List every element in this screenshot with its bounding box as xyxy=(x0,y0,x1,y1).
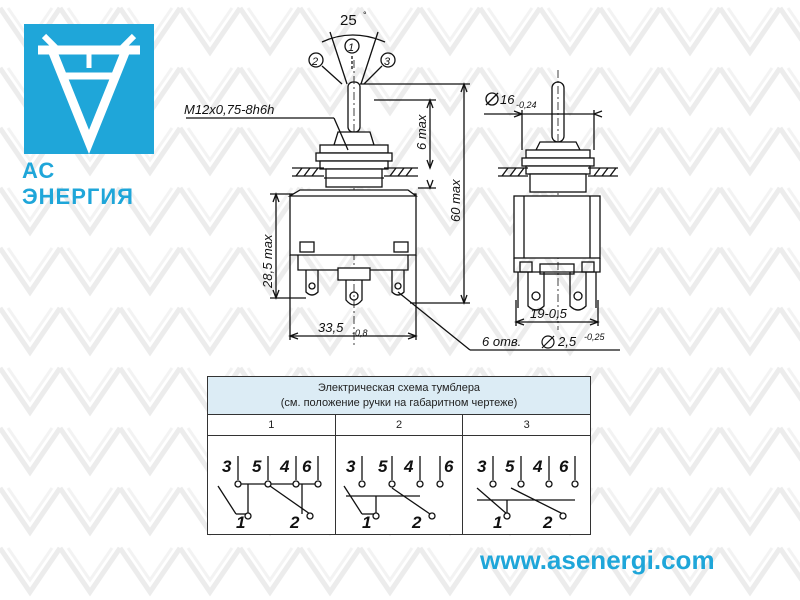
dim-60-max: 60 max xyxy=(448,179,463,222)
schema-diagram-position-2: 3 5 4 6 1 2 xyxy=(336,436,464,535)
schema-diagram-position-1: 3 5 4 6 1 2 xyxy=(208,436,336,535)
dim-diameter-16-tolerance: -0,24 xyxy=(516,100,537,110)
svg-text:5: 5 xyxy=(505,457,515,476)
dim-6-max: 6 max xyxy=(414,114,429,150)
svg-text:2: 2 xyxy=(411,513,422,532)
svg-text:6: 6 xyxy=(559,457,569,476)
electrical-schema-table: Электрическая схема тумблера (см. положе… xyxy=(207,376,591,535)
dim-28-5-max: 28,5 max xyxy=(260,234,275,289)
dim-33-5: 33,5 xyxy=(318,320,344,335)
svg-text:2: 2 xyxy=(289,513,300,532)
dim-diameter-16: 16 xyxy=(500,92,515,107)
svg-text:3: 3 xyxy=(477,457,487,476)
svg-text:2: 2 xyxy=(542,513,553,532)
schema-diagram-position-3: 3 5 4 6 1 2 xyxy=(463,436,590,535)
holes-count-label: 6 отв. xyxy=(482,334,521,349)
svg-text:4: 4 xyxy=(532,457,543,476)
website-url[interactable]: www.asenergi.com xyxy=(480,545,715,575)
schema-diagrams: 3 5 4 6 1 2 xyxy=(208,436,590,535)
schema-column-2: 2 xyxy=(336,415,464,435)
svg-text:5: 5 xyxy=(252,457,262,476)
schema-title: Электрическая схема тумблера (см. положе… xyxy=(208,377,590,415)
holes-diameter: 2,5 xyxy=(557,334,577,349)
svg-text:1: 1 xyxy=(236,513,245,532)
angle-label: 25 xyxy=(340,12,357,29)
svg-text:5: 5 xyxy=(378,457,388,476)
diameter-icon xyxy=(541,335,555,349)
position-1-label: 1 xyxy=(348,42,354,54)
svg-text:6: 6 xyxy=(444,457,454,476)
svg-text:1: 1 xyxy=(493,513,502,532)
svg-text:3: 3 xyxy=(346,457,356,476)
position-2-label: 2 xyxy=(311,56,318,68)
schema-title-line2: (см. положение ручки на габаритном черте… xyxy=(280,397,518,409)
schema-title-line1: Электрическая схема тумблера xyxy=(317,382,481,394)
angle-unit: ° xyxy=(363,10,367,20)
holes-diameter-tolerance: -0,25 xyxy=(584,332,606,342)
thread-label: M12x0,75-8h6h xyxy=(184,102,274,117)
svg-text:4: 4 xyxy=(279,457,290,476)
brand-name: АС ЭНЕРГИЯ xyxy=(22,158,134,209)
schema-column-headers: 1 2 3 xyxy=(208,415,590,436)
svg-text:4: 4 xyxy=(403,457,414,476)
dim-19: 19-0,5 xyxy=(530,306,568,321)
svg-text:3: 3 xyxy=(222,457,232,476)
technical-drawing: 25 ° 2 1 3 M12x0,75-8h6h 6 max 60 max 28… xyxy=(184,10,620,351)
position-3-label: 3 xyxy=(384,56,391,68)
logo-emblem-icon xyxy=(38,33,140,155)
schema-column-1: 1 xyxy=(208,415,336,435)
brand-logo xyxy=(24,24,154,155)
svg-text:6: 6 xyxy=(302,457,312,476)
schema-column-3: 3 xyxy=(523,419,530,431)
svg-text:1: 1 xyxy=(362,513,371,532)
dim-33-5-tolerance: -0,8 xyxy=(352,328,368,338)
